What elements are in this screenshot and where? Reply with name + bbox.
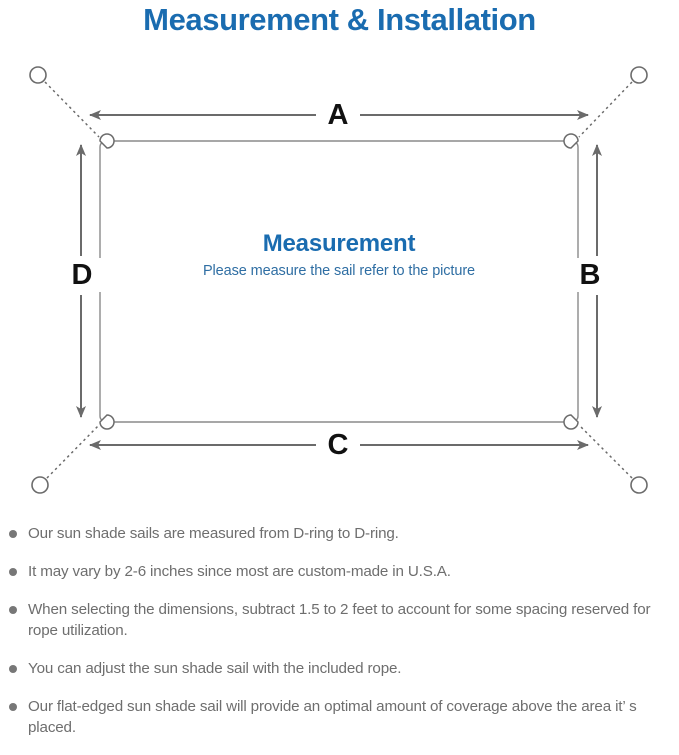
bullet-icon: [9, 568, 17, 576]
list-item: Our flat-edged sun shade sail will provi…: [0, 696, 679, 738]
bullet-icon: [9, 665, 17, 673]
rope-line-bottom-right: [578, 424, 633, 479]
bullet-icon: [9, 703, 17, 711]
anchor-bottom-left-icon: [31, 476, 49, 494]
rope-line-bottom-left: [46, 424, 100, 479]
anchor-top-right-icon: [630, 66, 648, 84]
measurement-diagram: Measurement Please measure the sail refe…: [0, 44, 679, 520]
note-text: You can adjust the sun shade sail with t…: [28, 660, 402, 677]
note-text: Our sun shade sails are measured from D-…: [28, 525, 399, 542]
notes-list: Our sun shade sails are measured from D-…: [0, 523, 679, 755]
d-ring-bottom-left-icon: [99, 414, 115, 430]
d-ring-top-left-icon: [99, 133, 115, 149]
dimension-label-d: D: [62, 258, 102, 292]
d-ring-bottom-right-icon: [563, 414, 579, 430]
sail-body: [99, 140, 579, 423]
page-title: Measurement & Installation: [143, 2, 536, 37]
rope-line-top-left: [44, 81, 100, 138]
list-item: Our sun shade sails are measured from D-…: [0, 523, 679, 544]
note-text: It may vary by 2-6 inches since most are…: [28, 563, 451, 580]
dimension-label-c: C: [316, 428, 360, 462]
dimension-label-a: A: [316, 98, 360, 132]
d-ring-top-right-icon: [563, 133, 579, 149]
bullet-icon: [9, 606, 17, 614]
note-text: When selecting the dimensions, subtract …: [28, 601, 651, 639]
anchor-bottom-right-icon: [630, 476, 648, 494]
list-item: It may vary by 2-6 inches since most are…: [0, 561, 679, 582]
diagram-svg: [29, 66, 648, 494]
dimension-label-b: B: [570, 258, 610, 292]
list-item: When selecting the dimensions, subtract …: [0, 599, 679, 641]
rope-line-top-right: [578, 81, 633, 138]
note-text: Our flat-edged sun shade sail will provi…: [28, 698, 637, 736]
list-item: You can adjust the sun shade sail with t…: [0, 658, 679, 679]
bullet-icon: [9, 530, 17, 538]
anchor-top-left-icon: [29, 66, 47, 84]
